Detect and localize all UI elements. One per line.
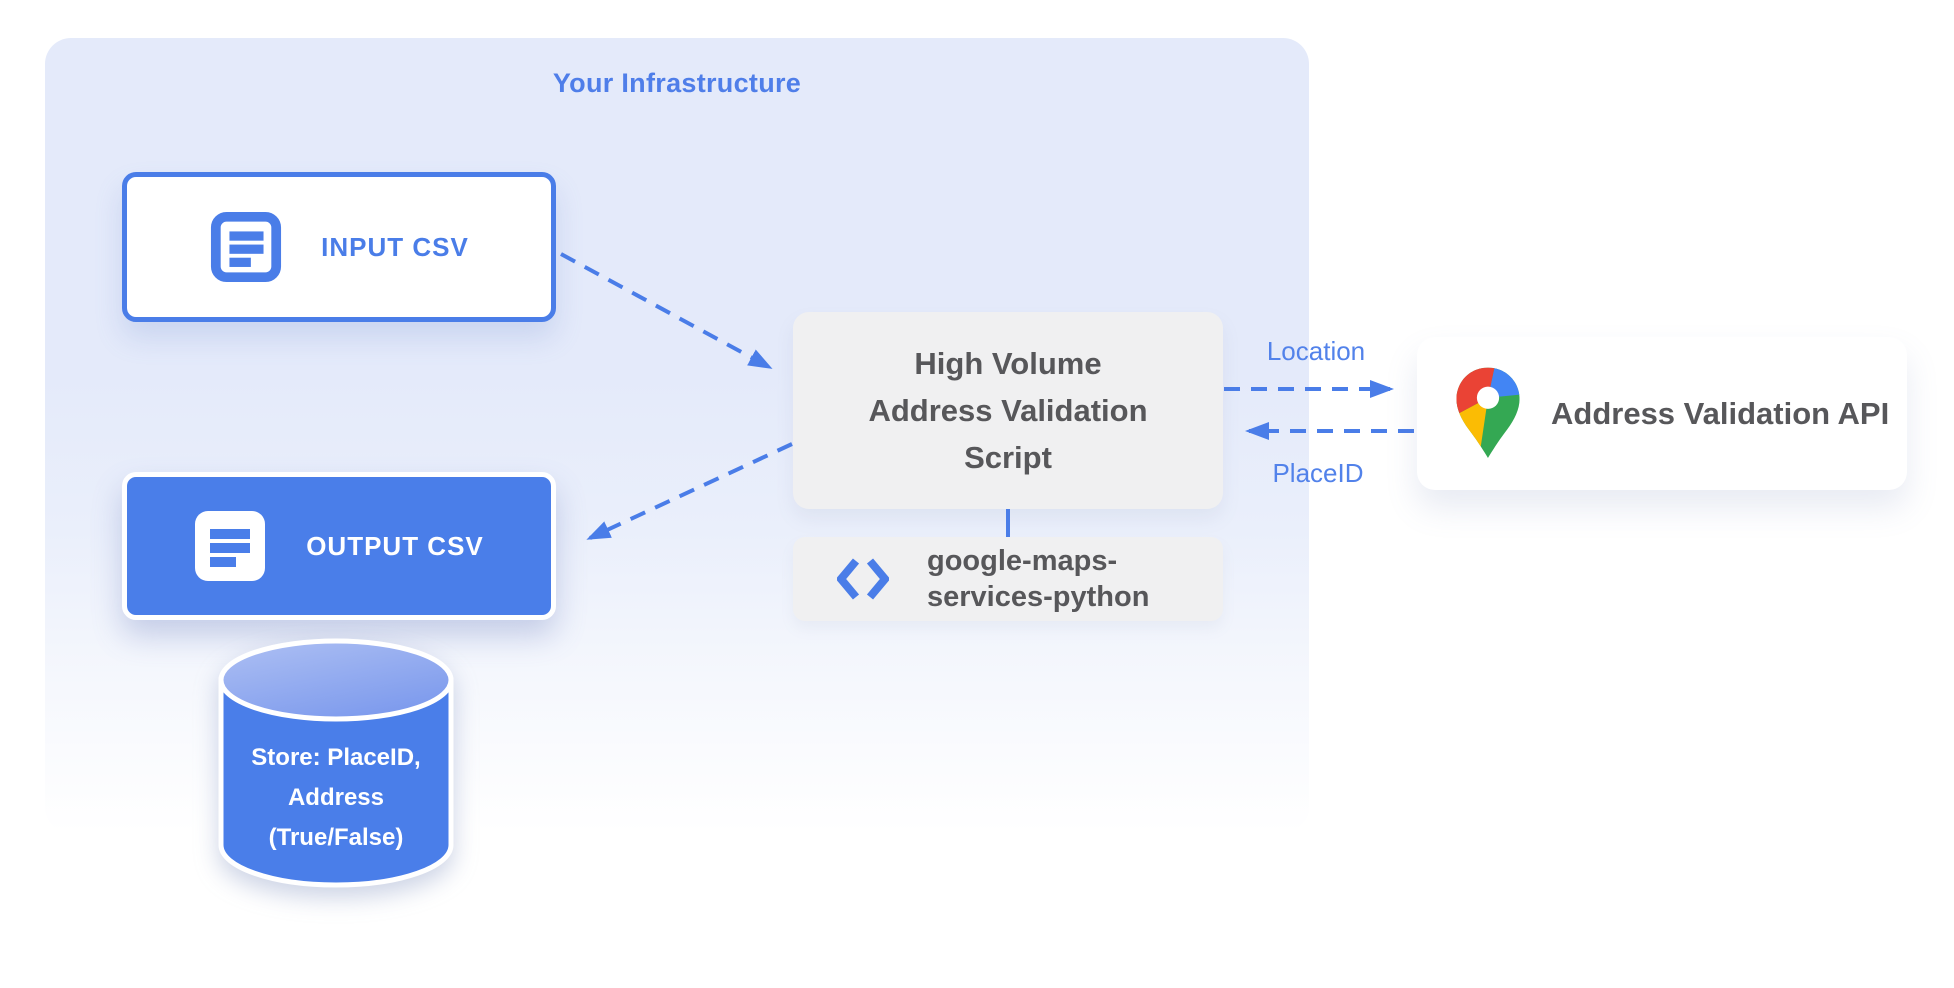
- script-line-2: Address Validation: [868, 393, 1148, 428]
- placeid-flow-label: PlaceID: [1272, 458, 1364, 488]
- script-line-3: Script: [964, 440, 1052, 475]
- output-csv-label: OUTPUT CSV: [306, 530, 484, 561]
- datastore-line-1: Store: PlaceID,: [251, 744, 421, 771]
- input-csv-label: INPUT CSV: [321, 231, 469, 262]
- datastore-line-3: (True/False): [268, 824, 404, 851]
- location-flow-label: Location: [1266, 336, 1366, 366]
- library-label: google-maps- services-python: [927, 543, 1149, 615]
- infrastructure-title: Your Infrastructure: [552, 68, 802, 98]
- library-node: google-maps- services-python: [793, 537, 1223, 621]
- script-line-1: High Volume: [914, 346, 1102, 381]
- library-line-1: google-maps-: [927, 545, 1118, 577]
- api-label: Address Validation API: [1551, 395, 1890, 431]
- database-cylinder: [218, 638, 454, 888]
- script-node: High Volume Address Validation Script: [793, 312, 1223, 509]
- output-csv-node: OUTPUT CSV: [122, 472, 556, 620]
- google-maps-pin-icon: [1456, 367, 1520, 458]
- api-node: Address Validation API: [1417, 337, 1907, 490]
- datastore-node: Store: PlaceID, Address (True/False): [217, 638, 455, 890]
- input-csv-node: INPUT CSV: [122, 172, 556, 322]
- document-icon: [195, 511, 266, 581]
- document-icon: [211, 211, 282, 283]
- datastore-label: Store: PlaceID, Address (True/False): [217, 738, 455, 858]
- datastore-line-2: Address: [287, 784, 385, 811]
- library-line-2: services-python: [927, 581, 1150, 613]
- script-library-connector: [1006, 509, 1010, 537]
- code-icon: [837, 558, 889, 600]
